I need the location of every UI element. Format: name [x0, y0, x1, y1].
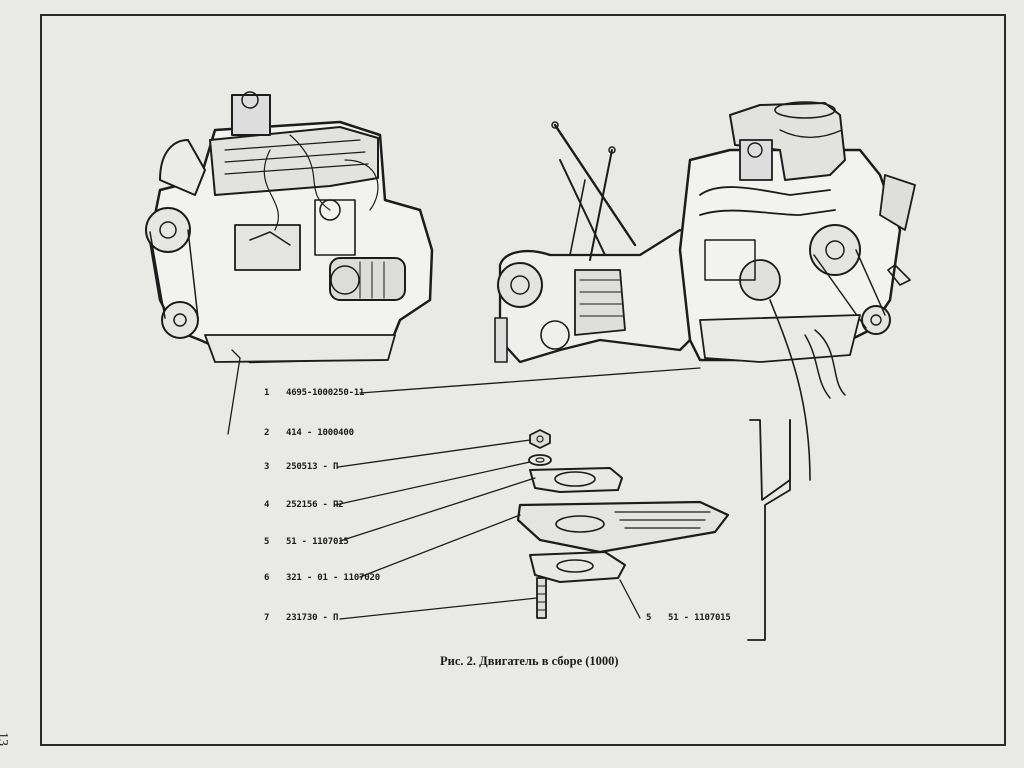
part-code: 321 - 01 - 1107020 [286, 573, 380, 583]
page-number: 13 [0, 732, 10, 746]
callout-5-right: 5 51 - 1107015 [646, 613, 731, 624]
gasket-upper [529, 467, 623, 493]
callout-3: 3 250513 - П [264, 462, 338, 473]
engine-gearbox-view [494, 101, 916, 481]
engine-front-view [145, 91, 434, 364]
part-code: 4695-1000250-11 [286, 388, 365, 398]
callout-number: 7 [264, 613, 270, 623]
part-code: 414 - 1000400 [286, 428, 354, 438]
callout-number: 6 [264, 573, 270, 583]
part-code: 250513 - П [286, 462, 339, 472]
page-frame [40, 14, 1006, 746]
callout-number: 1 [264, 388, 270, 398]
callout-number: 4 [264, 500, 270, 510]
group-brackets [747, 419, 791, 641]
callout-number: 2 [264, 428, 270, 438]
nut [529, 429, 551, 449]
part-code: 51 - 1107015 [668, 613, 731, 623]
callout-4: 4 252156 - П2 [264, 500, 344, 511]
gasket-lower [529, 551, 626, 583]
leader-lines [227, 349, 701, 620]
part-code: 51 - 1107015 [286, 537, 349, 547]
part-code: 252156 - П2 [286, 500, 344, 510]
callout-2: 2 414 - 1000400 [264, 428, 354, 439]
callout-number: 5 [264, 537, 270, 547]
callout-1: 1 4695-1000250-11 [264, 388, 364, 399]
exploded-parts [516, 429, 730, 619]
callout-7: 7 231730 - П [264, 613, 338, 624]
callout-6: 6 321 - 01 - 1107020 [264, 573, 380, 584]
figure-caption: Рис. 2. Двигатель в сборе (1000) [440, 654, 619, 668]
callout-number: 5 [646, 613, 652, 623]
callout-number: 3 [264, 462, 270, 472]
callout-5: 5 51 - 1107015 [264, 537, 349, 548]
stud [536, 577, 547, 619]
washer [528, 454, 552, 466]
part-code: 231730 - П [286, 613, 339, 623]
heat-shield-plate [516, 500, 730, 554]
